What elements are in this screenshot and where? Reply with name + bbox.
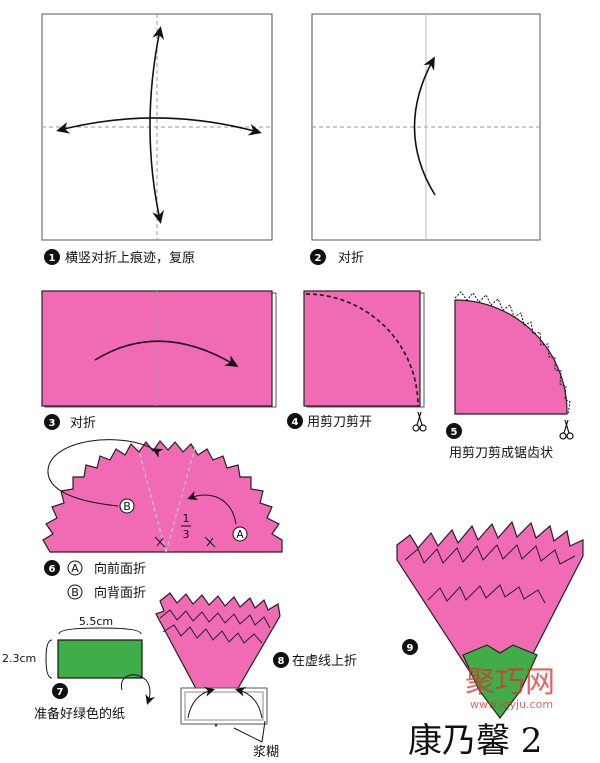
step-3-caption: 3 对折 (44, 414, 96, 431)
watermark-text: 聚巧网 (465, 665, 555, 700)
fold-line-right (165, 443, 197, 553)
glue-pointer (261, 720, 266, 743)
fold-left-arrow (187, 686, 215, 719)
pink-square (303, 290, 421, 407)
step-caption-b: 向背面折 (94, 585, 146, 601)
mark-a-badge (232, 526, 248, 542)
mark-a: A (71, 562, 79, 575)
fold-arrow (94, 340, 239, 368)
step-9-caption: 9 (402, 639, 418, 655)
watermark-logo: 聚巧网 www.jqyju.com (465, 665, 555, 711)
quarter-circle (454, 299, 568, 415)
zigzag-cut-line (454, 291, 571, 415)
step-caption: 用剪刀剪开 (307, 414, 372, 430)
step-number: 5 (451, 427, 458, 438)
step-1-caption: 1 横竖对折上痕迹，复原 (44, 249, 195, 266)
watermark-url: www.jqyju.com (470, 698, 553, 711)
petal-layer-line (427, 584, 546, 604)
step-number: 8 (278, 656, 285, 667)
step-caption: 准备好绿色的纸 (34, 706, 125, 722)
carnation-flower (396, 520, 584, 720)
inner-zigzag (159, 609, 271, 629)
fold-front-arrow (187, 490, 237, 525)
step-number: 7 (57, 687, 64, 698)
fold-right-arrow (235, 686, 263, 719)
step-number-badge (310, 249, 326, 265)
step-2-figure (311, 13, 541, 241)
fraction-numerator: 1 (183, 512, 190, 525)
zigzag-semicircle (42, 440, 283, 553)
step-8-figure: 浆糊 (155, 592, 281, 760)
step-7-figure: 5.5cm 2.3cm (2, 615, 155, 705)
step-5-caption: 5 用剪刀剪成锯齿状 (446, 423, 553, 461)
step-8-caption: 8 在虚线上折 (273, 652, 357, 669)
glue-pointer (233, 727, 263, 743)
valley-fold-mark-icon (154, 536, 166, 548)
step-6-caption: 6 A 向前面折 B 向背面折 (44, 560, 146, 601)
turn-over-arrow (120, 674, 155, 705)
step-7-caption: 7 准备好绿色的纸 (34, 683, 125, 722)
step-caption: 对折 (70, 416, 96, 431)
step-1-figure (41, 13, 273, 241)
step-4-caption: 4 用剪刀剪开 (287, 413, 372, 430)
mark-b-badge (67, 584, 83, 600)
step-number: 4 (292, 417, 299, 428)
step-number-badge (44, 560, 60, 576)
step-number: 2 (315, 253, 322, 264)
step-number: 1 (49, 253, 56, 264)
height-label: 2.3cm (2, 652, 36, 665)
step-number-badge (44, 414, 60, 430)
step-9-figure (396, 520, 584, 720)
step-3-figure (41, 290, 277, 408)
step-number-badge (52, 683, 68, 699)
fold-line-left (136, 443, 167, 553)
mountain-fold-mark-icon (204, 536, 216, 548)
step-number-badge (446, 423, 462, 439)
green-calyx (462, 644, 538, 719)
mark-b: B (71, 586, 79, 599)
mark-b: B (123, 500, 131, 513)
step-4-figure (303, 290, 427, 432)
scissors-icon (559, 419, 574, 440)
horizontal-fold-arrow (56, 117, 262, 136)
step-caption: 横竖对折上痕迹，复原 (65, 250, 195, 266)
glue-label: 浆糊 (253, 744, 279, 760)
inner-zigzag (162, 624, 263, 644)
fold-arrow (413, 56, 436, 196)
step-number-badge (287, 413, 303, 429)
mark-b-badge (119, 498, 135, 514)
step-5-figure (454, 291, 574, 440)
width-bracket (58, 627, 142, 635)
page-title: 康乃馨 2 (408, 721, 542, 761)
step-caption: 在虚线上折 (292, 654, 357, 669)
step-6-figure: 1 3 B A (42, 439, 283, 553)
step-number-badge (402, 639, 418, 655)
fold-back-arrow (47, 439, 164, 507)
mark-a: A (236, 528, 244, 541)
scissors-icon (412, 411, 427, 432)
step-number: 9 (407, 643, 414, 654)
step-number-badge (273, 652, 289, 668)
glue-strip (180, 687, 268, 725)
step-number: 3 (49, 418, 56, 429)
petal-layer-line (404, 544, 576, 565)
step-caption: 用剪刀剪成锯齿状 (449, 445, 553, 461)
height-bracket (45, 639, 53, 679)
step-caption-a: 向前面折 (94, 561, 146, 577)
fraction-denominator: 3 (183, 528, 190, 541)
green-paper (57, 639, 143, 679)
width-label: 5.5cm (79, 615, 113, 628)
mark-a-badge (67, 560, 83, 576)
step-number: 6 (49, 564, 56, 575)
step-number-badge (44, 249, 60, 265)
glue-strip-inner (184, 691, 264, 721)
cut-line (305, 293, 419, 407)
step-caption: 对折 (338, 251, 364, 266)
step-2-caption: 2 对折 (310, 249, 364, 266)
